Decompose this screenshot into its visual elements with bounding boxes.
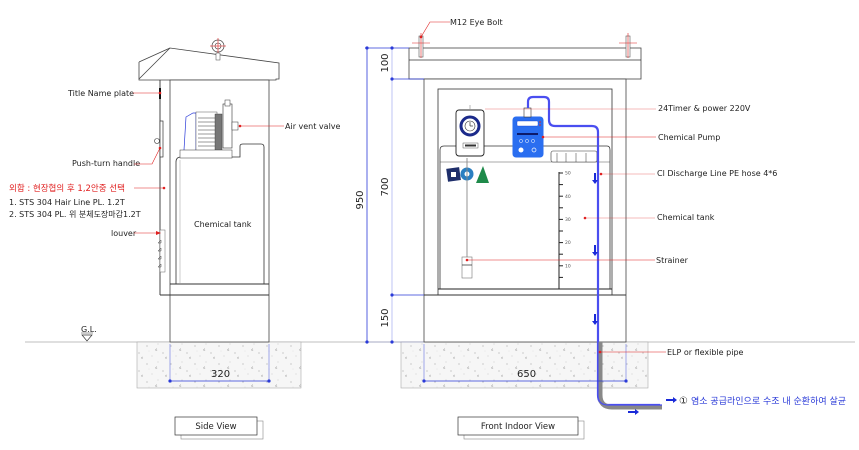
front-inner-panel (437, 88, 613, 296)
level-scale: 50 40 30 20 10 (558, 171, 571, 289)
scale-tick-label: 10 (565, 263, 571, 269)
scale-tick-label: 30 (565, 217, 571, 223)
svg-text:G.L.: G.L. (81, 325, 97, 334)
label-discharge-line: Cl Discharge Line PE hose 4*6 (657, 169, 777, 178)
label-louver: louver (111, 229, 137, 238)
front-view: 50 40 30 20 10 (355, 33, 677, 440)
front-leaders: M12 Eye Bolt 24Timer & power 220V Chemic… (419, 18, 846, 407)
front-roof (408, 47, 642, 80)
label-eye-bolt: M12 Eye Bolt (450, 18, 503, 27)
front-view-caption: Front Indoor View (457, 416, 585, 440)
eye-bolt-right-icon (619, 33, 637, 58)
side-leaders: Title Name plate Push-turn handle Air ve… (9, 89, 341, 238)
svg-text:Front Indoor View: Front Indoor View (481, 422, 555, 432)
svg-text:950: 950 (355, 190, 366, 209)
svg-text:700: 700 (380, 177, 391, 196)
side-view-caption: Side View (174, 416, 264, 440)
svg-text:320: 320 (211, 369, 230, 380)
ground-level-marker: G.L. (81, 325, 97, 342)
side-concrete-base (136, 341, 302, 389)
side-roof (138, 47, 280, 81)
flow-arrow-icons (592, 173, 677, 415)
label-strainer: Strainer (656, 256, 689, 265)
timer-icon (455, 105, 485, 157)
supply-note-number: ① (679, 396, 688, 407)
side-chemical-tank (175, 143, 265, 284)
label-air-vent-valve: Air vent valve (285, 122, 341, 131)
side-view: Chemical tank 320 (136, 38, 302, 440)
side-pump-icon (179, 99, 239, 159)
louver (157, 229, 166, 273)
svg-text:650: 650 (517, 369, 536, 380)
front-concrete-base (400, 341, 649, 389)
front-dimensions: 950 100 700 150 650 (355, 46, 628, 383)
brand-logo-icon (446, 166, 489, 183)
housing-option-2: 2. STS 304 PL. 위 분체도장마감1.2T (9, 209, 141, 219)
svg-text:150: 150 (380, 308, 391, 327)
svg-text:100: 100 (380, 53, 391, 72)
chemical-pump-icon (512, 107, 544, 158)
svg-text:Side View: Side View (195, 422, 236, 432)
label-push-turn-handle: Push-turn handle (72, 159, 140, 168)
label-front-chemical-tank: Chemical tank (657, 213, 715, 222)
scale-tick-label: 20 (565, 240, 571, 246)
housing-note: 외함 : 현장협의 후 1,2안중 선택 (9, 183, 125, 194)
side-eye-bolt-icon (210, 38, 226, 61)
label-timer: 24Timer & power 220V (658, 104, 751, 113)
label-chemical-pump: Chemical Pump (658, 133, 720, 142)
label-name-plate: Title Name plate (67, 89, 134, 98)
side-width-dimension: 320 (168, 344, 271, 383)
strainer-icon (461, 256, 473, 279)
scale-tick-label: 50 (565, 171, 571, 177)
push-turn-handle (159, 120, 164, 158)
side-tank-label: Chemical tank (194, 220, 252, 229)
supply-note: 염소 공급라인으로 수조 내 순환하여 살균 (691, 395, 846, 407)
housing-option-1: 1. STS 304 Hair Line PL. 1.2T (9, 198, 125, 207)
label-flexible-pipe: ELP or flexible pipe (667, 348, 744, 357)
tank-cap (550, 150, 598, 163)
scale-tick-label: 40 (565, 194, 571, 200)
